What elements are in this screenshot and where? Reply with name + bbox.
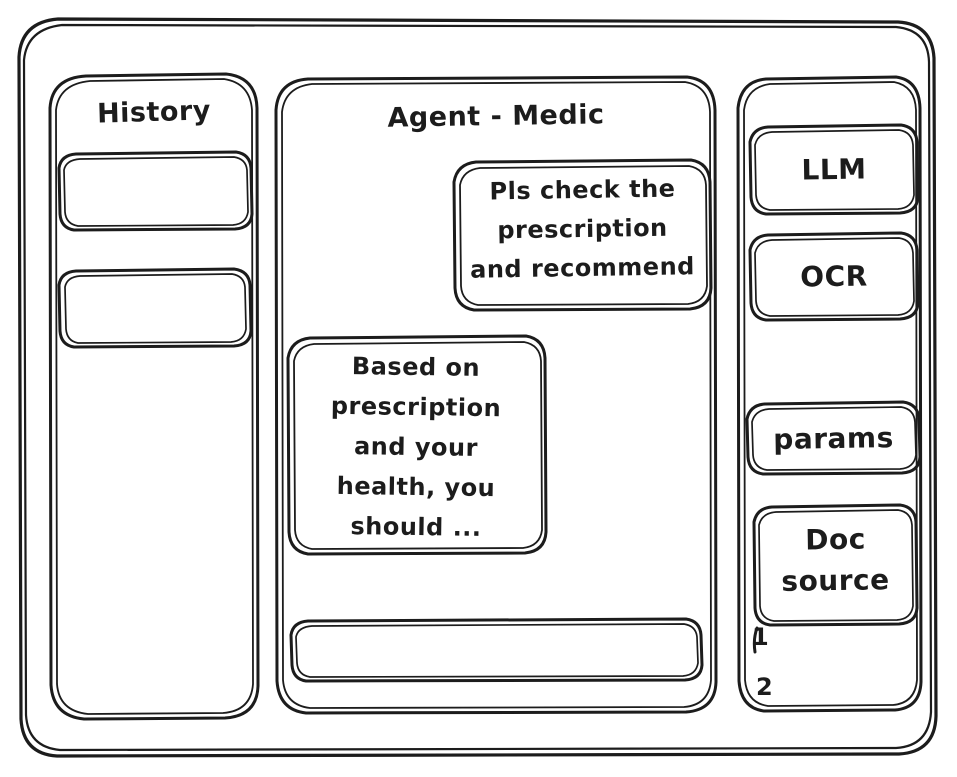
message-bubble-agent: Based on prescription and your health, y… — [288, 336, 546, 554]
tool-card-params[interactable]: params — [747, 402, 920, 474]
tool-card-ocr[interactable]: OCR — [750, 233, 918, 320]
sidebar-item-1[interactable] — [59, 269, 251, 347]
tool-card-doc-source[interactable]: Doc source — [754, 505, 917, 625]
main-panel-title: Agent - Medic — [387, 99, 605, 134]
agent-message-line-1: prescription — [330, 391, 502, 423]
tool-card-ocr-label: OCR — [800, 259, 868, 294]
composer-input[interactable] — [291, 619, 702, 681]
user-message-line-0: Pls check the — [489, 174, 676, 206]
tool-card-doc-source-label-line-1: source — [781, 563, 890, 598]
agent-message-line-0: Based on — [351, 352, 481, 382]
doc-source-item-2[interactable]: 2 — [756, 673, 774, 701]
user-message-line-2: and recommend — [469, 252, 696, 284]
tool-card-params-label: params — [772, 421, 894, 456]
doc-source-item-1[interactable]: 1 — [752, 623, 770, 651]
agent-message-line-3: health, you — [336, 471, 496, 503]
message-bubble-user: Pls check the prescription and recommend — [454, 160, 711, 310]
tool-card-doc-source-label-line-0: Doc — [804, 522, 867, 557]
tool-card-llm-label: LLM — [801, 152, 867, 187]
sidebar-title: History — [96, 95, 212, 130]
sidebar-item-0[interactable] — [59, 152, 252, 230]
tool-card-llm[interactable]: LLM — [750, 125, 918, 214]
agent-message-line-4: should ... — [350, 512, 482, 542]
agent-message-line-2: and your — [353, 432, 479, 462]
user-message-line-1: prescription — [497, 213, 668, 245]
